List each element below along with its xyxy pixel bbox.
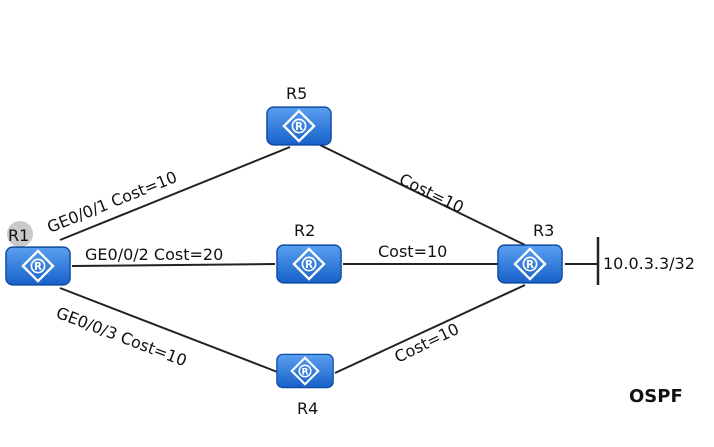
- router-r1[interactable]: [5, 245, 71, 287]
- router-r2-label: R2: [294, 221, 315, 240]
- router-r5-label: R5: [286, 84, 307, 103]
- link-r1-r5: [59, 146, 291, 241]
- link-r5-r3-label: Cost=10: [396, 170, 467, 217]
- network-address-label: 10.0.3.3/32: [603, 254, 695, 273]
- router-r5[interactable]: [266, 105, 332, 147]
- link-r1-r4-label: GE0/0/3 Cost=10: [54, 303, 190, 370]
- router-r3[interactable]: [497, 243, 563, 285]
- link-r4-r3: [334, 284, 526, 374]
- link-r1-r2-label: GE0/0/2 Cost=20: [85, 245, 223, 264]
- router-r4[interactable]: [276, 353, 334, 389]
- link-r5-r3: [319, 144, 526, 246]
- router-r3-label: R3: [533, 221, 554, 240]
- link-r2-r3-label: Cost=10: [378, 242, 447, 261]
- link-r1-r5-label: GE0/0/1 Cost=10: [44, 167, 179, 236]
- bottom-band: [0, 406, 714, 447]
- link-r1-r4: [59, 287, 281, 374]
- router-r4-label: R4: [297, 399, 318, 418]
- protocol-label: OSPF: [629, 386, 683, 407]
- router-r2[interactable]: [276, 243, 342, 285]
- link-r1-r2: [71, 263, 276, 267]
- r1-marker: [7, 221, 33, 247]
- router-r1-label: R1: [8, 226, 29, 245]
